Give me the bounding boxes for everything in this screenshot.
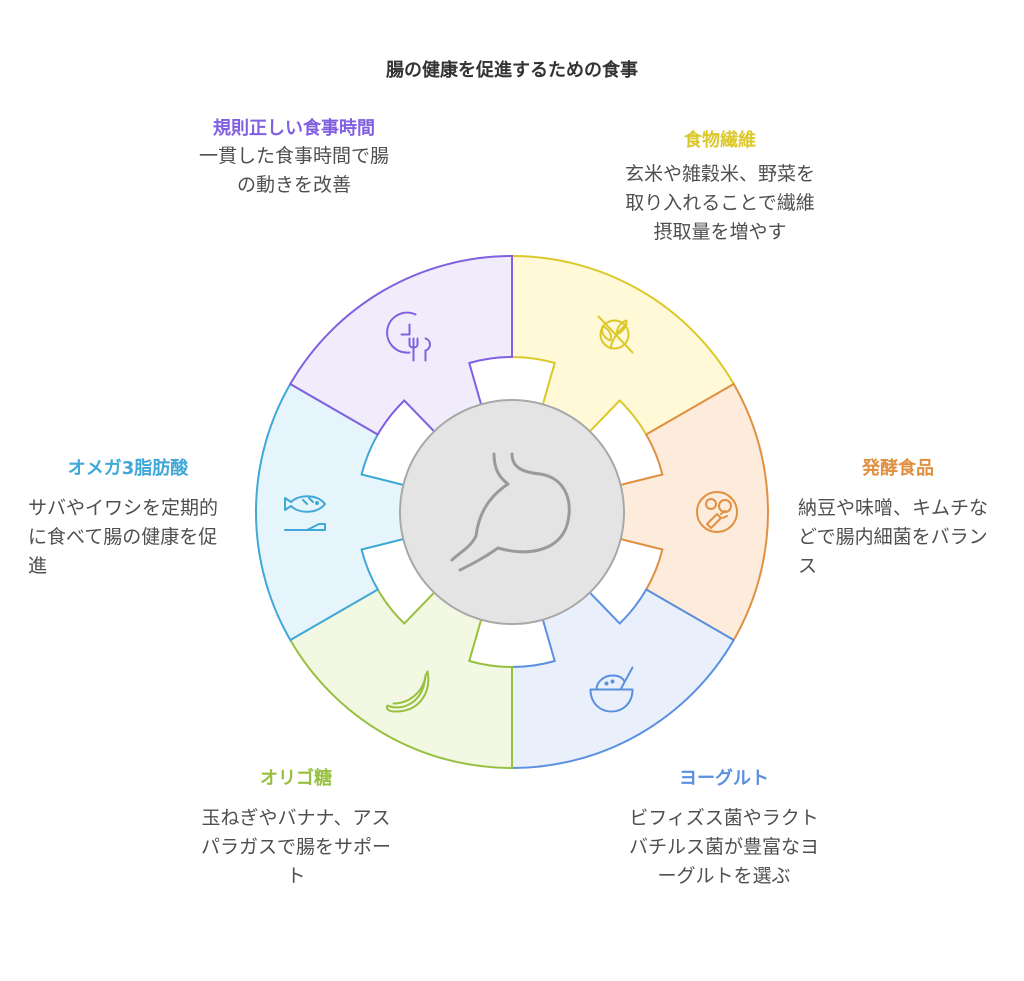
body-yogurt: ビフィズス菌やラクトバチルス菌が豊富なヨーグルトを選ぶ <box>628 807 819 887</box>
body-oligo: 玉ねぎやバナナ、アスパラガスで腸をサポート <box>200 807 391 887</box>
fish-knife-icon <box>284 495 326 531</box>
heading-yogurt: ヨーグルト <box>679 768 769 789</box>
heading-oligo: オリゴ糖 <box>260 768 332 789</box>
heading-omega: オメガ3脂肪酸 <box>67 458 189 479</box>
heading-fiber: 食物繊維 <box>684 130 756 151</box>
banana-icon <box>386 670 430 713</box>
body-fermented: 納豆や味噌、キムチなどで腸内細菌をバランス <box>798 497 989 577</box>
yogurt-bowl-icon <box>589 666 634 713</box>
block-fermented: 発酵食品 納豆や味噌、キムチなどで腸内細菌をバランス <box>798 456 998 581</box>
grain-off-icon <box>597 315 634 354</box>
heading-meal: 規則正しい食事時間 <box>213 118 375 139</box>
block-oligo: オリゴ糖 玉ねぎやバナナ、アスパラガスで腸をサポート <box>196 766 396 891</box>
block-yogurt: ヨーグルト ビフィズス菌やラクトバチルス菌が豊富なヨーグルトを選ぶ <box>624 766 824 891</box>
stomach-icon <box>450 452 571 572</box>
body-omega: サバやイワシを定期的に食べて腸の健康を促進 <box>28 497 219 577</box>
clock-fork-knife-icon <box>386 311 431 362</box>
block-omega: オメガ3脂肪酸 サバやイワシを定期的に食べて腸の健康を促進 <box>28 456 228 581</box>
block-meal: 規則正しい食事時間 一貫した食事時間で腸の動きを改善 <box>196 116 392 200</box>
body-meal: 一貫した食事時間で腸の動きを改善 <box>198 145 389 196</box>
block-fiber: 食物繊維 玄米や雑穀米、野菜を取り入れることで繊維摂取量を増やす <box>622 128 818 247</box>
center-circle <box>399 399 625 625</box>
heading-fermented: 発酵食品 <box>862 458 934 479</box>
fermented-food-plate-icon <box>696 491 738 533</box>
diagram-title: 腸の健康を促進するための食事 <box>386 60 638 81</box>
body-fiber: 玄米や雑穀米、野菜を取り入れることで繊維摂取量を増やす <box>624 163 815 243</box>
